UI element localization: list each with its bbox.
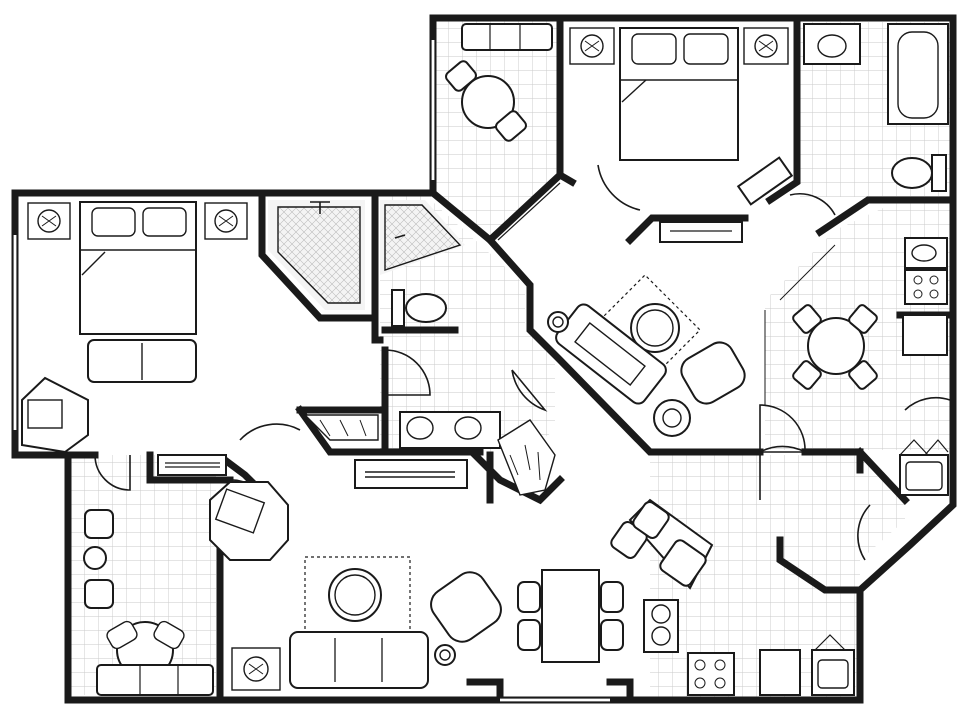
master-bath	[803, 23, 949, 192]
main-living	[231, 556, 502, 691]
sitting-nook	[445, 23, 561, 241]
left-bedroom	[21, 201, 248, 454]
dining-area	[517, 569, 624, 663]
right-dining	[764, 237, 948, 405]
walls	[11, 14, 957, 704]
master-bedroom	[569, 27, 794, 243]
closets	[157, 419, 556, 496]
center-living	[547, 274, 746, 437]
lower-left-room	[83, 481, 289, 696]
bath-left	[268, 200, 501, 449]
doors	[94, 164, 951, 561]
corner-washer	[899, 439, 949, 496]
lower-kitchen	[610, 498, 855, 696]
windows	[12, 40, 610, 703]
